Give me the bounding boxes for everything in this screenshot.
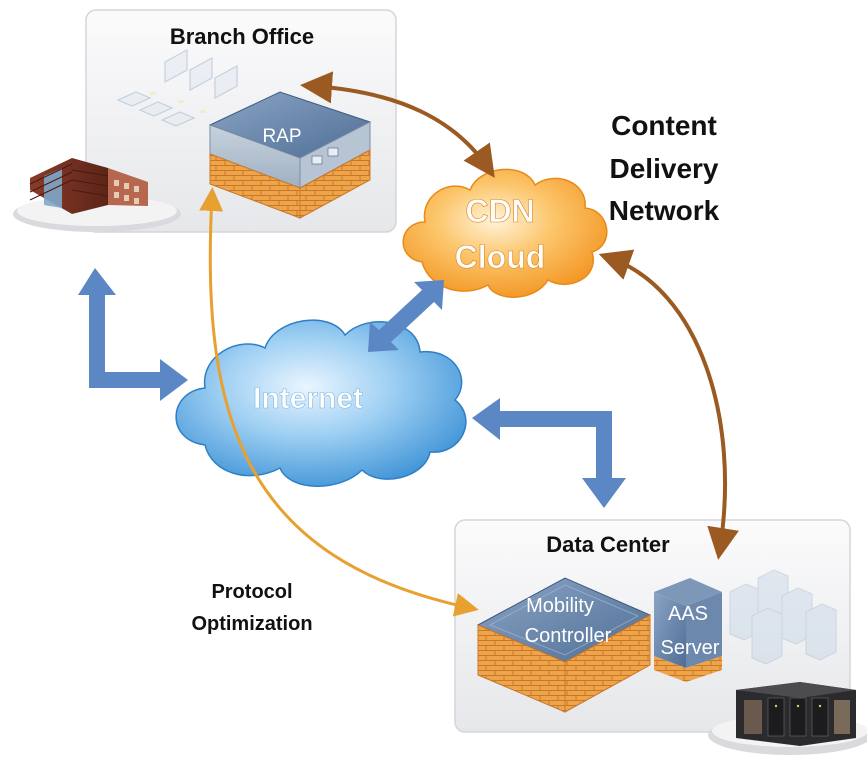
cdn-label-line2: Cloud	[455, 239, 546, 275]
building-internet-arrow	[78, 268, 188, 401]
internet-datacenter-arrow	[472, 398, 626, 508]
mobility-controller-device	[476, 577, 652, 713]
cdn-datacenter-arrow	[598, 249, 739, 560]
cdn-label-line1: CDN	[465, 193, 534, 229]
cdn-caption-line2: Delivery	[610, 153, 719, 184]
controller-label-line1: Mobility	[526, 595, 594, 617]
protocol-label-line1: Protocol	[211, 581, 292, 603]
data-center-building-icon	[708, 682, 867, 755]
client-laptops-icon	[116, 48, 238, 127]
branch-office-title: Branch Office	[170, 24, 314, 49]
branch-building-icon	[13, 158, 181, 232]
server-label-line2: Server	[661, 637, 720, 659]
data-center-title: Data Center	[546, 532, 670, 557]
aas-server-device	[654, 578, 722, 682]
server-racks-icon	[729, 569, 837, 665]
protocol-label-line2: Optimization	[191, 613, 312, 635]
cdn-caption-line1: Content	[611, 110, 717, 141]
cdn-caption-line3: Network	[609, 195, 720, 226]
rap-label: RAP	[262, 126, 301, 147]
cdn-cloud-icon	[402, 168, 608, 298]
controller-label-line2: Controller	[525, 625, 612, 647]
rap-cdn-arrow	[300, 71, 495, 178]
internet-label: Internet	[253, 382, 363, 415]
server-label-line1: AAS	[668, 603, 708, 625]
protocol-optimization-arrow	[199, 187, 479, 617]
